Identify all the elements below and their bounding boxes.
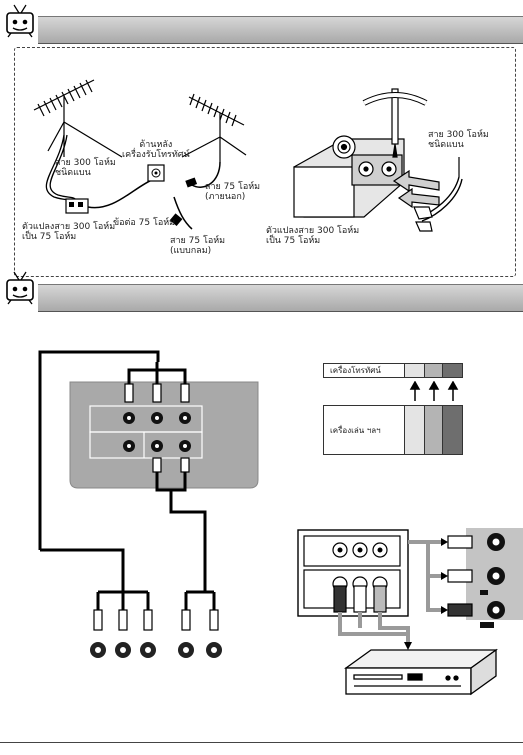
legend-row-player: เครื่องเล่น ฯลฯ <box>323 405 405 455</box>
antenna-icon <box>33 79 123 158</box>
twin-lead-left-label: สาย 300 โอห์ม ชนิดแบน <box>55 158 116 178</box>
cable-75-round-label: สาย 75 โอห์ม (แบบกลม) <box>170 236 226 256</box>
legend-color-light <box>405 363 425 378</box>
cable-75-outdoor-label: สาย 75 โอห์ม (ภายนอก) <box>205 182 261 202</box>
tv-mascot-icon <box>6 271 34 305</box>
up-arrows <box>409 381 459 401</box>
legend-color-dark-2 <box>443 405 463 455</box>
connector-75-label: ข้อต่อ 75 โอห์ม <box>113 218 176 228</box>
av-wiring-diagram <box>38 350 259 658</box>
adapter-closeup <box>293 88 463 232</box>
legend-color-dark <box>443 363 463 378</box>
vcr-connection-diagram <box>297 528 523 696</box>
section1-banner <box>38 16 523 44</box>
legend-row-tv: เครื่องโทรทัศน์ <box>323 363 405 378</box>
vcr-icon <box>343 648 499 696</box>
legend-table: เครื่องโทรทัศน์ เครื่องเล่น ฯลฯ <box>323 363 463 455</box>
antenna-connection-diagram <box>33 79 463 232</box>
antenna-icon <box>181 93 247 162</box>
antenna-connection-frame <box>14 47 516 277</box>
twin-lead-right-label: สาย 300 โอห์ม ชนิดแบน <box>428 130 489 150</box>
adapter-left-label: ตัวแปลงสาย 300 โอห์ม เป็น 75 โอห์ม <box>22 222 116 242</box>
adapter-right-label: ตัวแปลงสาย 300 โอห์ม เป็น 75 โอห์ม <box>266 226 360 246</box>
rear-panel-label: ด้านหลัง เครื่องรับโทรทัศน์ <box>122 140 190 160</box>
legend-color-mid-2 <box>425 405 443 455</box>
legend-color-mid <box>425 363 443 378</box>
tv-mascot-icon <box>6 4 34 38</box>
section2-banner <box>38 284 523 312</box>
legend-color-light-2 <box>405 405 425 455</box>
footer-rule <box>0 742 523 743</box>
